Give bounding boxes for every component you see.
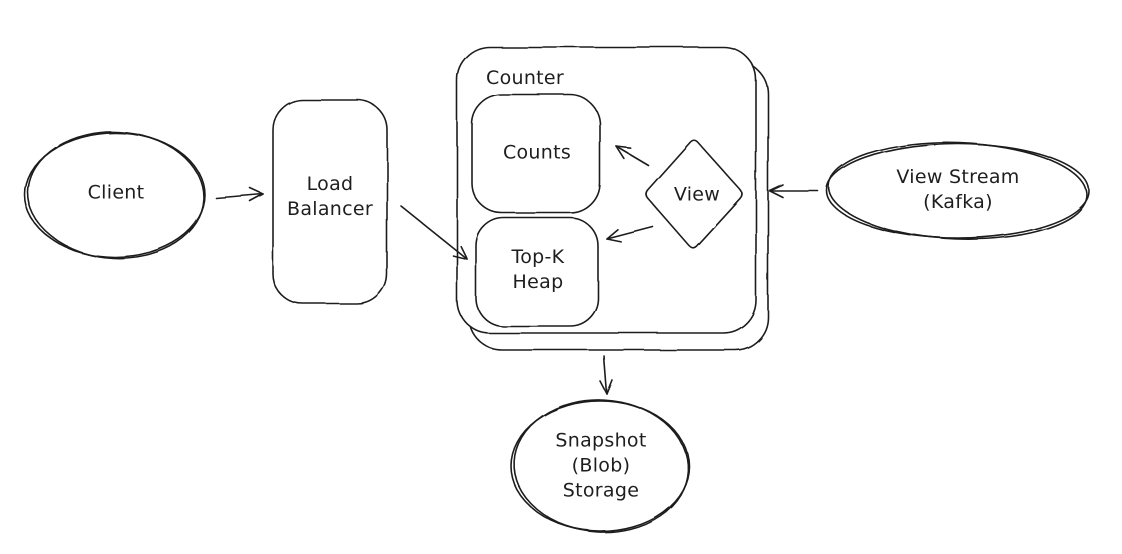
node-load-balancer bbox=[272, 99, 388, 305]
arrow-counter-to-snapshot-storage bbox=[599, 355, 614, 395]
node-client bbox=[24, 131, 206, 259]
counts-label: Counts bbox=[502, 141, 572, 164]
counter-label: Counter bbox=[486, 67, 565, 89]
snapshot-storage-label: Snapshot (Blob) Storage bbox=[555, 429, 647, 502]
arrow-client-to-load-balancer bbox=[215, 187, 264, 202]
node-snapshot-storage bbox=[510, 399, 690, 533]
node-top-k-heap bbox=[475, 217, 599, 327]
view-stream-label: View Stream (Kafka) bbox=[896, 166, 1020, 213]
arrow-view-to-top-k-heap bbox=[606, 226, 654, 243]
top-k-heap-label: Top-K Heap bbox=[511, 246, 565, 293]
view-label: View bbox=[673, 183, 721, 206]
arrow-load-balancer-to-top-k-heap bbox=[400, 205, 468, 260]
node-view bbox=[645, 139, 743, 249]
node-view-stream bbox=[826, 142, 1090, 240]
load-balancer-label: Load Balancer bbox=[287, 173, 373, 220]
arrow-view-stream-to-counter bbox=[769, 184, 819, 199]
arrow-view-to-counts bbox=[615, 145, 649, 166]
node-counts bbox=[471, 94, 601, 214]
client-label: Client bbox=[87, 181, 145, 204]
